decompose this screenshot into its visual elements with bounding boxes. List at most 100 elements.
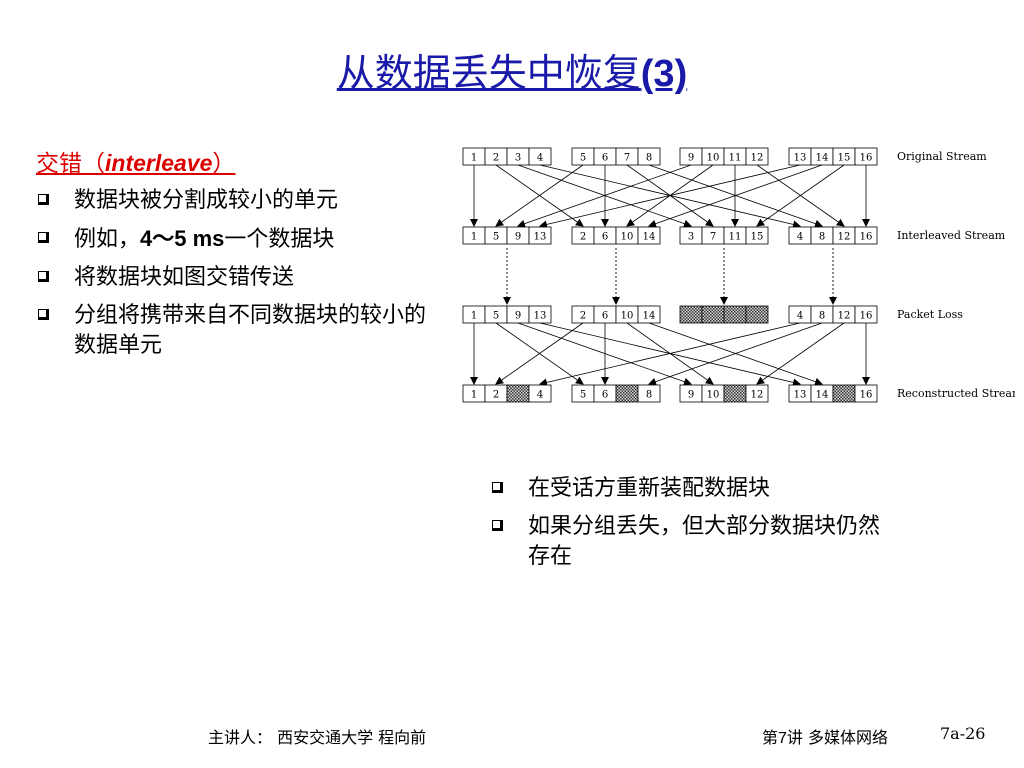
cell-number: 16 bbox=[860, 311, 873, 322]
footer-speaker: 主讲人： 西安交通大学 程向前 bbox=[208, 728, 427, 747]
cell-number: 2 bbox=[493, 390, 499, 401]
cell-number: 4 bbox=[537, 390, 543, 401]
interleave-heading: 交错（interleave） bbox=[36, 144, 436, 178]
lost-cell bbox=[832, 384, 856, 403]
lost-cell bbox=[615, 384, 639, 403]
lost-cell bbox=[723, 305, 747, 324]
cell-number: 9 bbox=[515, 311, 521, 322]
cell-number: 7 bbox=[710, 232, 716, 243]
lost-cell bbox=[701, 305, 725, 324]
square-bullet-icon bbox=[492, 520, 503, 531]
reassemble-arrow bbox=[539, 322, 801, 387]
cell-number: 1 bbox=[471, 390, 477, 401]
cell-number: 13 bbox=[794, 390, 807, 401]
cell-number: 1 bbox=[471, 232, 477, 243]
cell-number: 10 bbox=[621, 311, 634, 322]
packet-cell bbox=[854, 384, 878, 403]
right-bullet-list: 在受话方重新装配数据块 如果分组丢失，但大部分数据块仍然存在 bbox=[490, 474, 890, 572]
cell-number: 2 bbox=[580, 232, 586, 243]
cell-number: 12 bbox=[751, 390, 764, 401]
cell-number: 6 bbox=[602, 153, 608, 164]
cell-number: 5 bbox=[580, 153, 586, 164]
square-bullet-icon bbox=[38, 194, 49, 205]
row-label: Reconstructed Stream bbox=[897, 387, 1015, 400]
cell-number: 1 bbox=[471, 311, 477, 322]
cell-number: 13 bbox=[534, 311, 547, 322]
square-bullet-icon bbox=[38, 232, 49, 243]
lecture-pre: 第 bbox=[762, 728, 779, 747]
cell-number: 13 bbox=[534, 232, 547, 243]
square-bullet-icon bbox=[492, 482, 503, 493]
bullet-item: 例如，4～5 ms一个数据块 bbox=[36, 224, 436, 255]
cell-number: 16 bbox=[860, 232, 873, 243]
heading-zh: 交错（ bbox=[36, 151, 105, 177]
lost-cell bbox=[745, 305, 769, 324]
packet-cell bbox=[637, 305, 661, 324]
cell-number: 14 bbox=[643, 311, 656, 322]
cell-number: 9 bbox=[688, 153, 694, 164]
cell-number: 9 bbox=[688, 390, 694, 401]
packet-cell bbox=[854, 147, 878, 166]
bullet-text: 数据块被分割成较小的单元 bbox=[74, 188, 339, 213]
reassemble-arrow bbox=[517, 322, 692, 386]
slide-title: 从数据丢失中恢复(3) bbox=[0, 42, 1024, 97]
title-number: (3) bbox=[640, 53, 688, 95]
cell-number: 14 bbox=[816, 390, 829, 401]
cell-number: 10 bbox=[621, 232, 634, 243]
cell-number: 11 bbox=[729, 153, 742, 164]
packet-cell bbox=[528, 305, 552, 324]
interleave-arrow bbox=[495, 164, 584, 227]
cell-number: 4 bbox=[797, 311, 803, 322]
cell-number: 8 bbox=[819, 232, 825, 243]
bullet-item: 数据块被分割成较小的单元 bbox=[36, 186, 436, 216]
cell-number: 9 bbox=[515, 232, 521, 243]
packet-cell bbox=[637, 226, 661, 245]
cell-number: 12 bbox=[751, 153, 764, 164]
bullet-text-post: 一个数据块 bbox=[224, 227, 335, 252]
cell-number: 11 bbox=[729, 232, 742, 243]
reassemble-arrow bbox=[756, 322, 845, 385]
heading-close: ） bbox=[212, 151, 236, 177]
cell-number: 16 bbox=[860, 390, 873, 401]
cell-number: 3 bbox=[515, 153, 521, 164]
title-zh: 从数据丢失中恢复 bbox=[336, 51, 641, 95]
cell-number: 2 bbox=[493, 153, 499, 164]
cell-number: 15 bbox=[838, 153, 851, 164]
lecture-post: 讲 多媒体网络 bbox=[786, 728, 889, 747]
bullet-text: 在受话方重新装配数据块 bbox=[528, 476, 771, 501]
cell-number: 5 bbox=[580, 390, 586, 401]
interleave-arrow bbox=[539, 164, 801, 229]
bullet-text-pre: 例如， bbox=[74, 227, 141, 252]
bullet-item: 将数据块如图交错传送 bbox=[36, 263, 436, 293]
right-column: 在受话方重新装配数据块 如果分组丢失，但大部分数据块仍然存在 bbox=[490, 474, 890, 580]
cell-number: 4 bbox=[537, 153, 543, 164]
interleave-arrow bbox=[756, 164, 845, 227]
packet-cell bbox=[854, 226, 878, 245]
row-label: Packet Loss bbox=[897, 308, 963, 321]
bullet-text-en: 4～5 ms bbox=[140, 226, 225, 251]
cell-number: 6 bbox=[602, 232, 608, 243]
lost-cell bbox=[679, 305, 703, 324]
cell-number: 12 bbox=[838, 232, 851, 243]
cell-number: 10 bbox=[707, 153, 720, 164]
cell-number: 7 bbox=[624, 153, 630, 164]
cell-number: 5 bbox=[493, 311, 499, 322]
bullet-text: 将数据块如图交错传送 bbox=[74, 265, 295, 290]
packet-cell bbox=[745, 147, 769, 166]
cell-number: 3 bbox=[688, 232, 694, 243]
cell-number: 14 bbox=[816, 153, 829, 164]
arrow-lines bbox=[470, 164, 870, 387]
interleave-arrow bbox=[648, 164, 823, 228]
bullet-item: 在受话方重新装配数据块 bbox=[490, 474, 890, 504]
bullet-text: 分组将携带来自不同数据块的较小的数据单元 bbox=[74, 303, 427, 358]
cell-number: 8 bbox=[819, 311, 825, 322]
cell-number: 15 bbox=[751, 232, 764, 243]
packet-cell bbox=[528, 226, 552, 245]
bullet-text: 如果分组丢失，但大部分数据块仍然存在 bbox=[528, 514, 881, 569]
left-column: 交错（interleave） 数据块被分割成较小的单元 例如，4～5 ms一个数… bbox=[36, 144, 436, 369]
page-number: 7a-26 bbox=[940, 724, 986, 743]
interleave-arrow bbox=[517, 164, 692, 228]
